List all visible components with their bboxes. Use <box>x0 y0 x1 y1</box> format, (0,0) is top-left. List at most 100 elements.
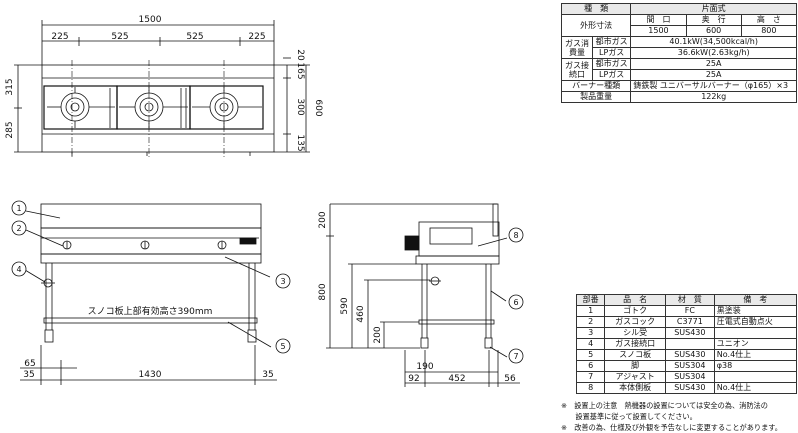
front-view <box>20 203 277 385</box>
part-no: 3 <box>575 327 606 339</box>
part-note: 圧電式自動点火 <box>713 316 798 328</box>
part-name: ガスコック <box>604 316 666 328</box>
spec-dims-label: 外形寸法 <box>560 14 632 37</box>
side-dim-56: 56 <box>504 374 516 384</box>
gas-cock-3-icon <box>217 240 227 250</box>
part-no: 5 <box>575 349 606 361</box>
note-line: ※ 改善の為、仕様及び外観を予告なしに変更することがあります。 <box>561 423 782 432</box>
part-no: 2 <box>575 316 606 328</box>
spec-gas-city-value: 40.1kW(34,500kcal/h) <box>630 36 797 48</box>
side-dim-200-top: 200 <box>318 211 328 228</box>
spec-connection-label: ガス接続口 <box>561 58 593 81</box>
balloon-4 <box>11 261 27 277</box>
top-dim-seg-4: 225 <box>248 32 265 42</box>
balloon-2 <box>11 220 27 236</box>
spec-type-value: 片面式 <box>630 3 797 15</box>
balloon-6-label: 6 <box>513 298 518 307</box>
side-dim-590: 590 <box>340 297 350 314</box>
note-line: 設置基準に従って設置してください。 <box>561 412 697 421</box>
balloon-3-label: 3 <box>280 277 285 286</box>
part-note <box>713 371 798 383</box>
top-dim-left-1: 315 <box>5 78 15 95</box>
side-dim-200-bottom: 200 <box>373 326 383 343</box>
side-dim-452: 452 <box>448 374 465 384</box>
balloon-2-label: 2 <box>16 224 21 233</box>
spec-dims-depth: 600 <box>685 25 742 37</box>
top-dim-seg-3: 525 <box>186 32 203 42</box>
part-name: ゴトク <box>604 305 666 317</box>
part-material: C3771 <box>664 316 715 328</box>
balloon-1-label: 1 <box>16 204 21 213</box>
side-dim-800: 800 <box>318 283 328 300</box>
balloon-7-label: 7 <box>513 352 518 361</box>
note-line: ※ 設置上の注意 熱機器の設置については安全の為、消防法の <box>561 401 768 410</box>
part-note: 黒塗装 <box>713 305 798 317</box>
shelf-note: スノコ板上部有効高さ390mm <box>88 305 213 317</box>
balloon-5 <box>275 338 291 354</box>
part-no: 4 <box>575 338 606 350</box>
spec-burner-label: バーナー種類 <box>560 80 632 92</box>
balloon-7 <box>508 348 524 364</box>
balloon-5-label: 5 <box>280 342 285 351</box>
parts-header-name: 品 名 <box>604 294 666 306</box>
part-name: ガス接続口 <box>604 338 666 350</box>
part-material: SUS304 <box>664 371 715 383</box>
spec-gas-lp-label: LPガス <box>591 47 632 59</box>
part-material: SUS430 <box>664 349 715 361</box>
balloon-8-label: 8 <box>513 231 518 240</box>
top-dim-seg-1: 225 <box>51 32 68 42</box>
spec-weight-label: 製品重量 <box>560 91 632 103</box>
spec-table: 種 類 片面式 外形寸法 間 口 奥 行 高 さ 1500 600 800 ガス… <box>560 3 798 103</box>
balloon-4-label: 4 <box>16 265 21 274</box>
part-name: 脚 <box>604 360 666 372</box>
top-dim-right-total: 600 <box>313 99 323 116</box>
spec-connection-city-value: 25A <box>630 58 797 70</box>
side-dim-190: 190 <box>416 362 433 372</box>
burner-2-icon <box>119 87 188 128</box>
gas-cock-1-icon <box>62 240 72 250</box>
part-no: 1 <box>575 305 606 317</box>
part-name: 本体側板 <box>604 382 666 394</box>
part-note: No.4仕上 <box>713 382 798 394</box>
top-dim-right-1: 20 <box>295 49 305 61</box>
part-note: ユニオン <box>713 338 798 350</box>
top-dim-right-3: 300 <box>295 98 305 115</box>
spec-weight-value: 122kg <box>630 91 797 103</box>
part-material: SUS304 <box>664 360 715 372</box>
balloon-1 <box>11 200 27 216</box>
side-gas-connection-icon <box>429 276 441 286</box>
parts-header-no: 部番 <box>575 294 606 306</box>
parts-header-note: 備 考 <box>713 294 798 306</box>
spec-gas-lp-value: 36.6kW(2.63kg/h) <box>630 47 797 59</box>
part-note <box>713 327 798 339</box>
gas-connection-icon <box>41 278 55 288</box>
notes: ※ 設置上の注意 熱機器の設置については安全の為、消防法の 設置基準に従って設置… <box>561 400 797 433</box>
part-name: シル受 <box>604 327 666 339</box>
balloon-3 <box>275 273 291 289</box>
part-note: φ38 <box>713 360 798 372</box>
spec-dims-header-depth: 奥 行 <box>685 14 742 26</box>
part-material: SUS430 <box>664 382 715 394</box>
side-dim-460: 460 <box>356 305 366 322</box>
burner-1-icon <box>47 87 115 128</box>
parts-header-material: 材 質 <box>664 294 715 306</box>
part-material: SUS430 <box>664 327 715 339</box>
spec-gas-city-label: 都市ガス <box>591 36 632 48</box>
balloon-6 <box>508 294 524 310</box>
spec-burner-value: 鋳鉄製 ユニバーサルバーナー（φ165）×3 <box>630 80 797 92</box>
spec-dims-width: 1500 <box>630 25 687 37</box>
front-dim-35-left: 35 <box>23 370 34 380</box>
front-dim-1430: 1430 <box>139 370 162 380</box>
side-dim-92: 92 <box>408 374 419 384</box>
spec-dims-header-height: 高 さ <box>740 14 798 26</box>
part-no: 6 <box>575 360 606 372</box>
